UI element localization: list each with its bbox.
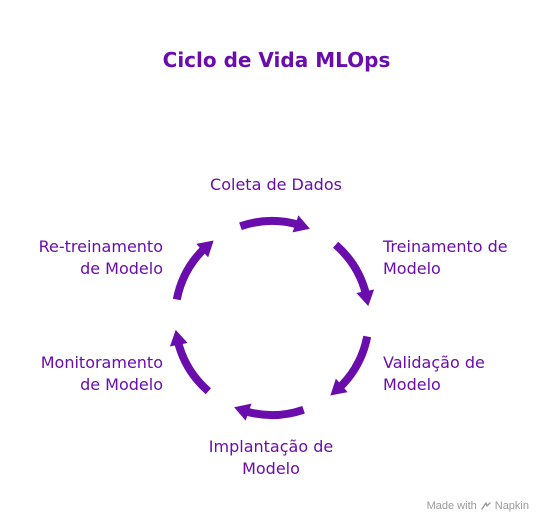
arrowhead-icon <box>196 240 214 258</box>
made-with-napkin-credit[interactable]: Made with Napkin <box>427 500 529 512</box>
cycle-arrow-segment <box>336 335 372 391</box>
arrowhead-icon <box>356 289 375 307</box>
stage-line: Modelo <box>242 459 300 478</box>
napkin-logo-icon <box>481 502 491 510</box>
stage-line: Treinamento de <box>383 237 508 256</box>
arrowhead-icon <box>292 215 310 233</box>
cycle-arrow-segment <box>239 217 300 231</box>
stage-label-monitoring: Monitoramento de Modelo <box>10 352 163 396</box>
cycle-arrow-segment <box>173 340 212 395</box>
stage-line: Modelo <box>383 375 441 394</box>
stage-line: Modelo <box>383 259 441 278</box>
cycle-arrow-segment <box>172 245 208 301</box>
arrowhead-icon <box>330 378 348 396</box>
cycle-arrows <box>169 215 375 421</box>
stage-line: Re-treinamento <box>38 237 163 256</box>
stage-line: Monitoramento <box>40 353 163 372</box>
stage-line: de Modelo <box>80 259 163 278</box>
cycle-arrow-segment <box>244 405 305 419</box>
cycle-arrow-segment <box>332 241 371 296</box>
stage-label-validation: Validação de Modelo <box>383 352 543 396</box>
credit-prefix: Made with <box>426 500 477 512</box>
stage-label-data-collection: Coleta de Dados <box>176 174 376 196</box>
stage-line: de Modelo <box>80 375 163 394</box>
diagram-title: Ciclo de Vida MLOps <box>162 48 391 72</box>
stage-line: Validação de <box>383 353 485 372</box>
stage-line: Coleta de Dados <box>210 175 342 194</box>
stage-line: Implantação de <box>208 437 334 456</box>
stage-label-retraining: Re-treinamento de Modelo <box>10 236 163 280</box>
stage-label-training: Treinamento de Modelo <box>383 236 543 280</box>
arrowhead-icon <box>169 329 188 347</box>
credit-brand: Napkin <box>494 500 529 512</box>
arrowhead-icon <box>234 403 252 421</box>
stage-label-deployment: Implantação de Modelo <box>171 436 371 480</box>
